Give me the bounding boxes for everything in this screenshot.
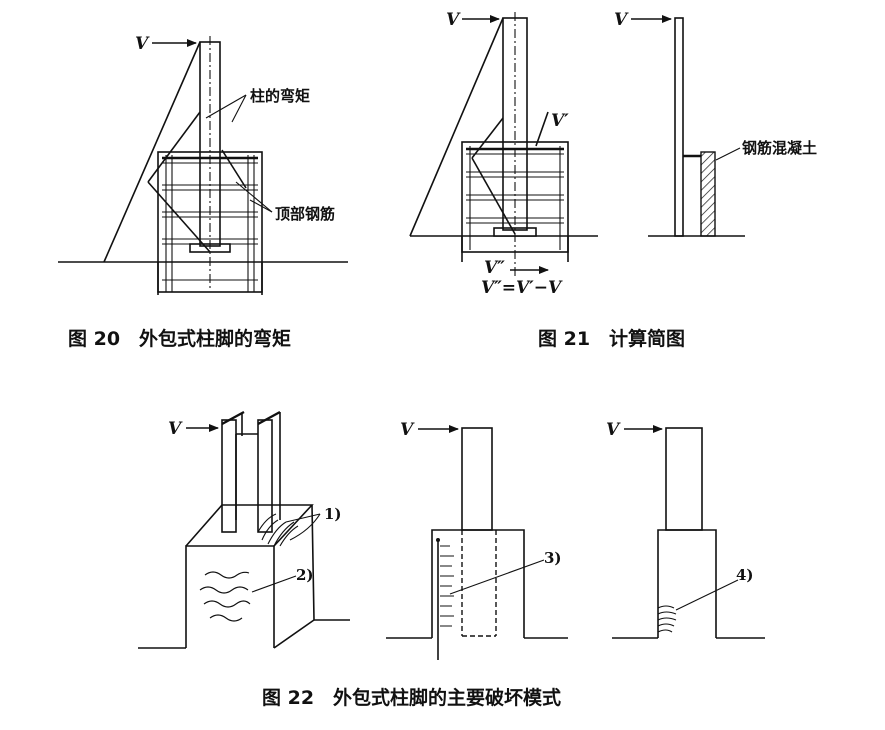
figure-21: V V′ V″ V″=V′−V V 钢筋混凝土 图 21 计算简图	[409, 10, 817, 350]
fig20-caption: 图 20 外包式柱脚的弯矩	[68, 327, 291, 350]
moment-label: 柱的弯矩	[250, 87, 310, 105]
column-model	[674, 17, 684, 237]
equation-label: V″=V′−V	[481, 278, 563, 298]
mode3-label: 3)	[544, 549, 562, 567]
shear-label-b1: V	[446, 10, 461, 30]
mode2-label: 2)	[296, 566, 314, 584]
concrete-strip	[700, 151, 716, 237]
v-prime-label: V′	[551, 111, 569, 131]
fig21-caption: 图 21 计算简图	[538, 327, 685, 350]
mode4-label: 4)	[736, 566, 754, 584]
shear-label-c2: V	[400, 420, 415, 440]
v-double-label: V″	[484, 258, 505, 278]
figure-20: V 柱的弯矩 顶部钢筋 图 20 外包式柱脚的弯矩	[58, 34, 348, 350]
shear-label-c1: V	[168, 419, 183, 439]
shear-label-b2: V	[614, 10, 629, 30]
moment-diagram-line-b	[409, 17, 504, 237]
failure-mode-panel-2: 3) V	[386, 420, 568, 660]
shear-label-c3: V	[606, 420, 621, 440]
top-rebar-label: 顶部钢筋	[275, 205, 335, 223]
fig22-caption: 图 22 外包式柱脚的主要破坏模式	[262, 686, 561, 709]
shear-label: V	[135, 34, 150, 54]
concrete-label: 钢筋混凝土	[742, 139, 817, 157]
h-column	[221, 410, 281, 533]
moment-diagram-line	[103, 41, 201, 263]
failure-mode-panel-3: 4) V	[606, 420, 765, 639]
failure-mode-panel-1: 1) 2) V	[138, 410, 350, 649]
figure-22: 1) 2) V 3) V	[138, 410, 765, 709]
mode1-label: 1)	[324, 505, 342, 523]
